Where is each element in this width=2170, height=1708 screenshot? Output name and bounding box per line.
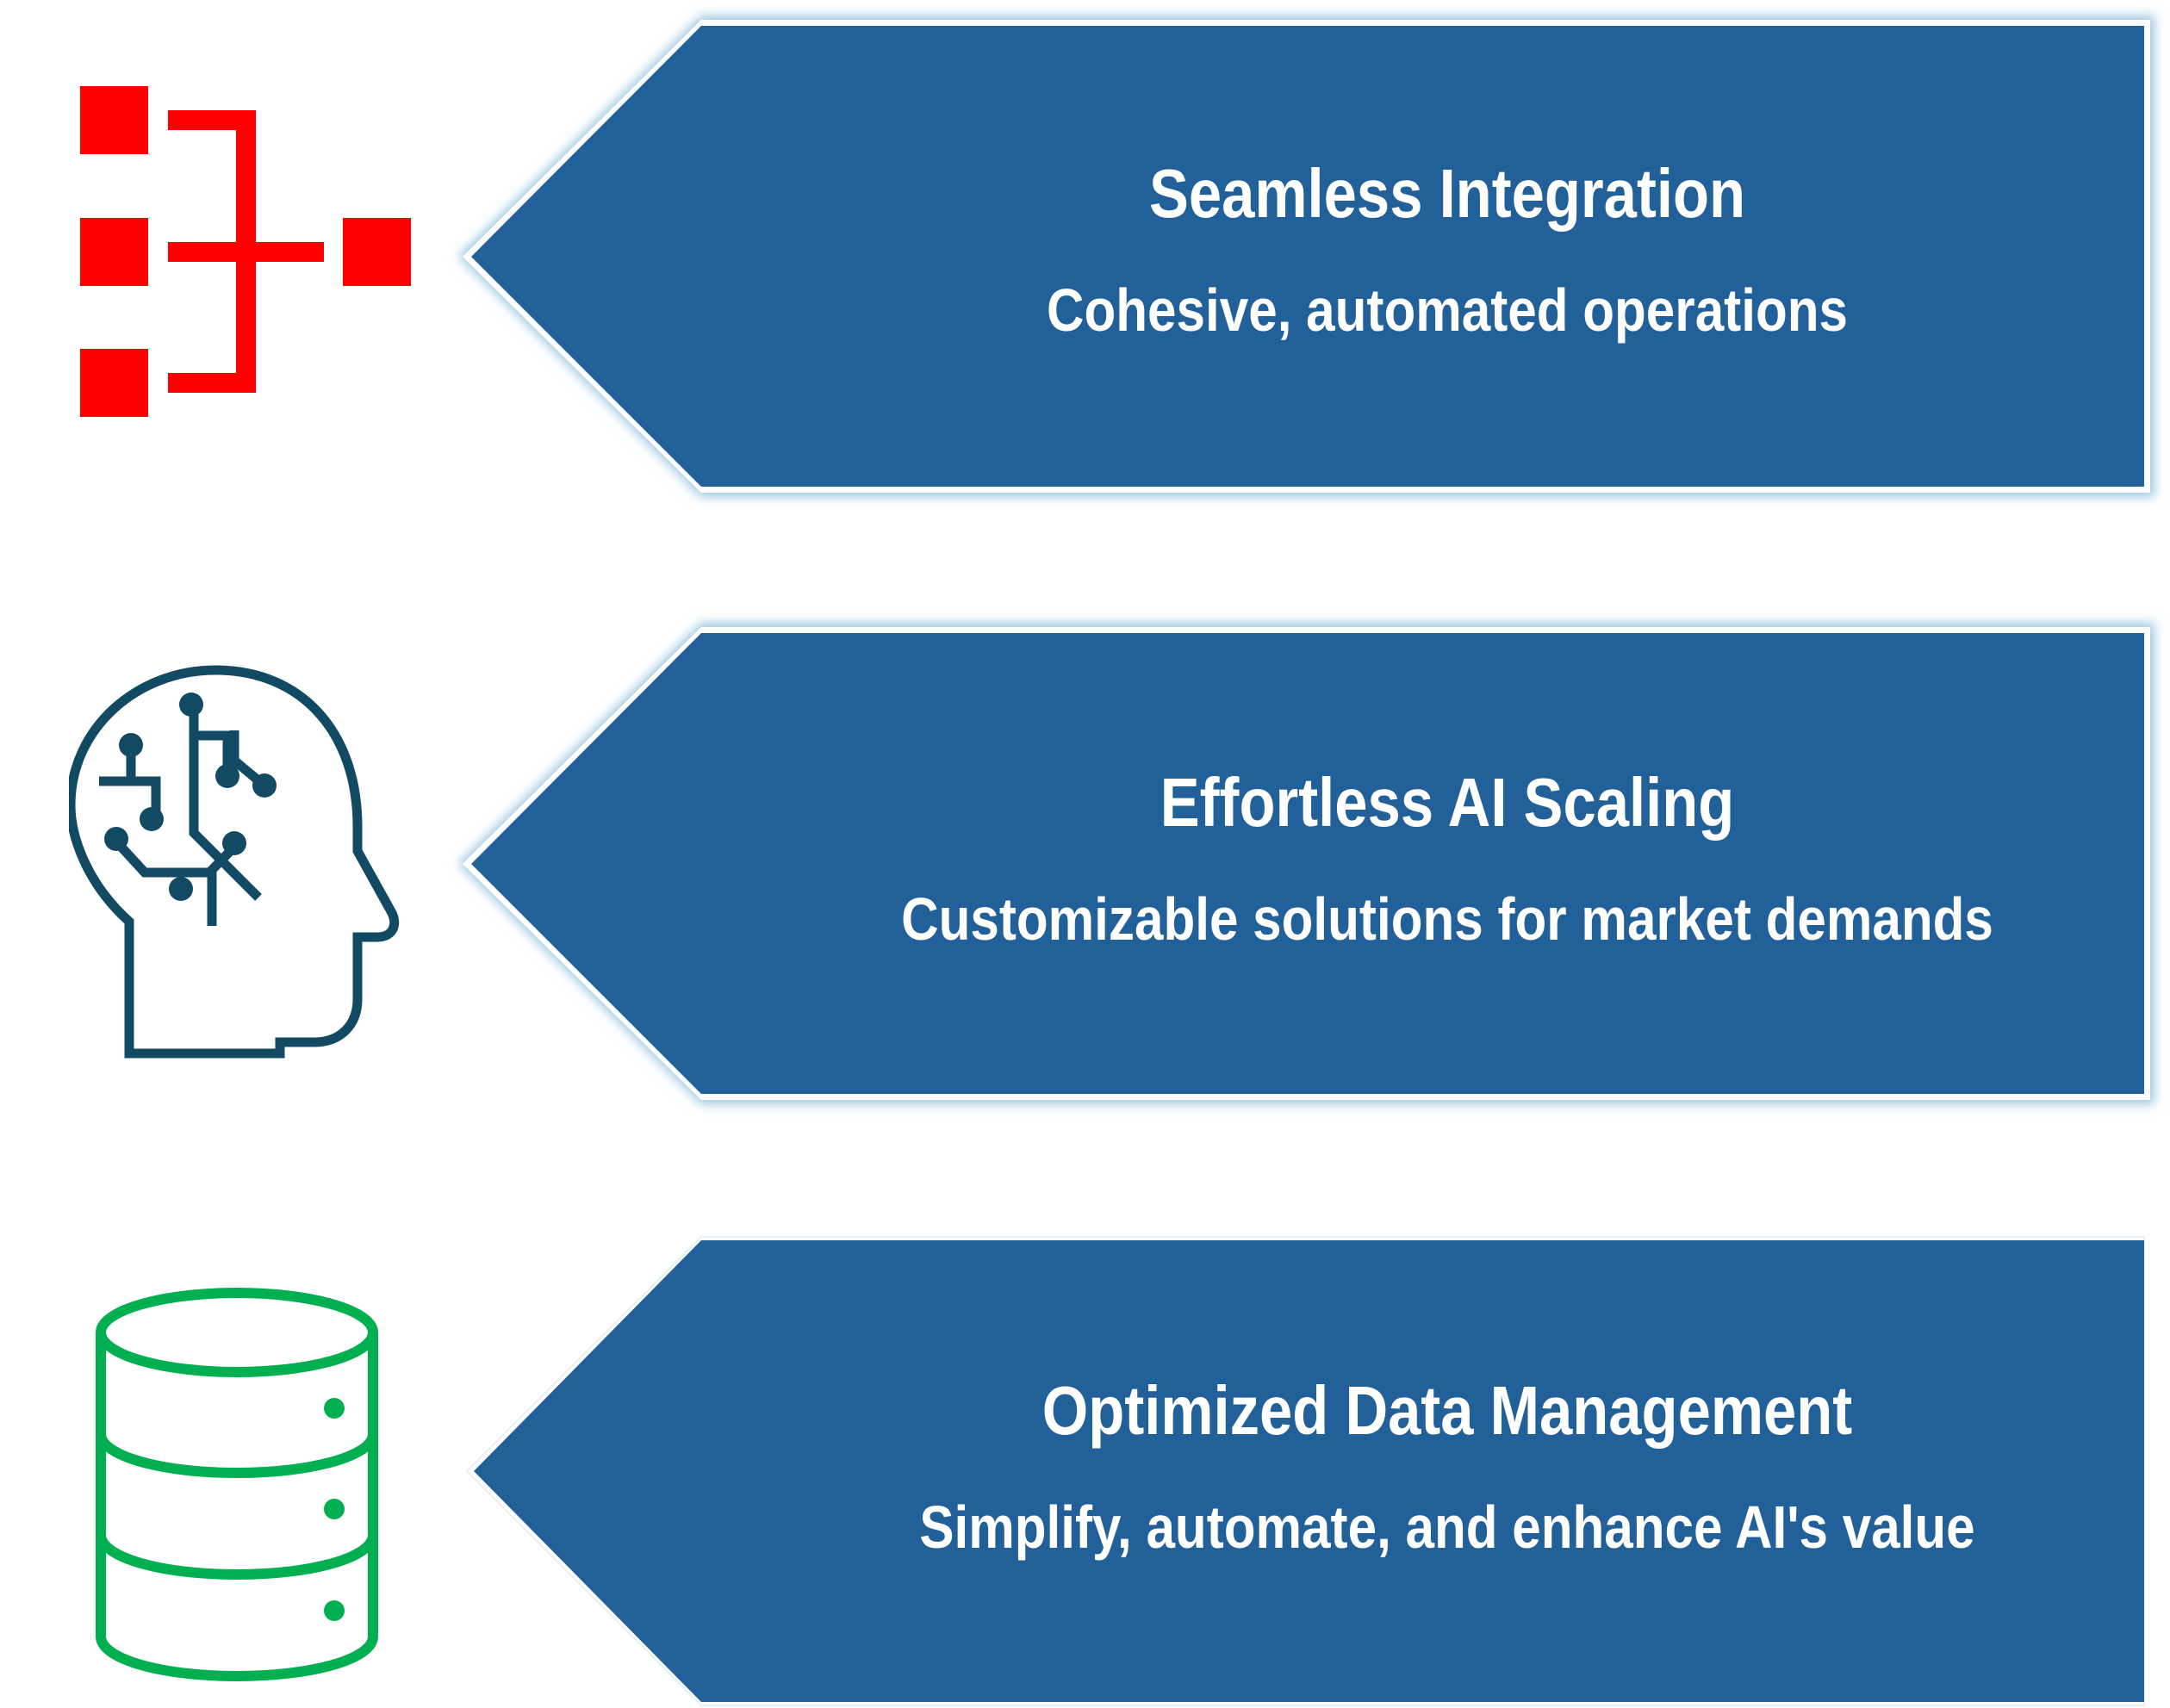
item-title: Effortless AI Scaling [1160, 764, 1735, 841]
banner-seamless-integration [458, 16, 2154, 497]
ai-head-circuit-icon [69, 665, 400, 1059]
item-subtitle: Simplify, automate, and enhance AI's val… [919, 1494, 1975, 1561]
item-text-seamless-integration: Seamless Integration Cohesive, automated… [758, 159, 2136, 366]
item-subtitle: Cohesive, automated operations [1047, 276, 1848, 344]
banner-optimized-data-management [465, 1236, 2145, 1706]
banner-body [471, 26, 2144, 487]
item-text-optimized-data-management: Optimized Data Management Simplify, auto… [758, 1376, 2136, 1583]
banner-effortless-ai-scaling [458, 623, 2154, 1104]
item-title: Optimized Data Management [1041, 1372, 1853, 1449]
item-title: Seamless Integration [1148, 155, 1746, 232]
banner-body [474, 1240, 2144, 1702]
item-text-effortless-ai-scaling: Effortless AI Scaling Customizable solut… [758, 768, 2136, 975]
database-icon [96, 1288, 378, 1682]
item-subtitle: Customizable solutions for market demand… [901, 885, 1993, 953]
banner-body [471, 633, 2144, 1094]
integration-hierarchy-icon [80, 86, 411, 417]
